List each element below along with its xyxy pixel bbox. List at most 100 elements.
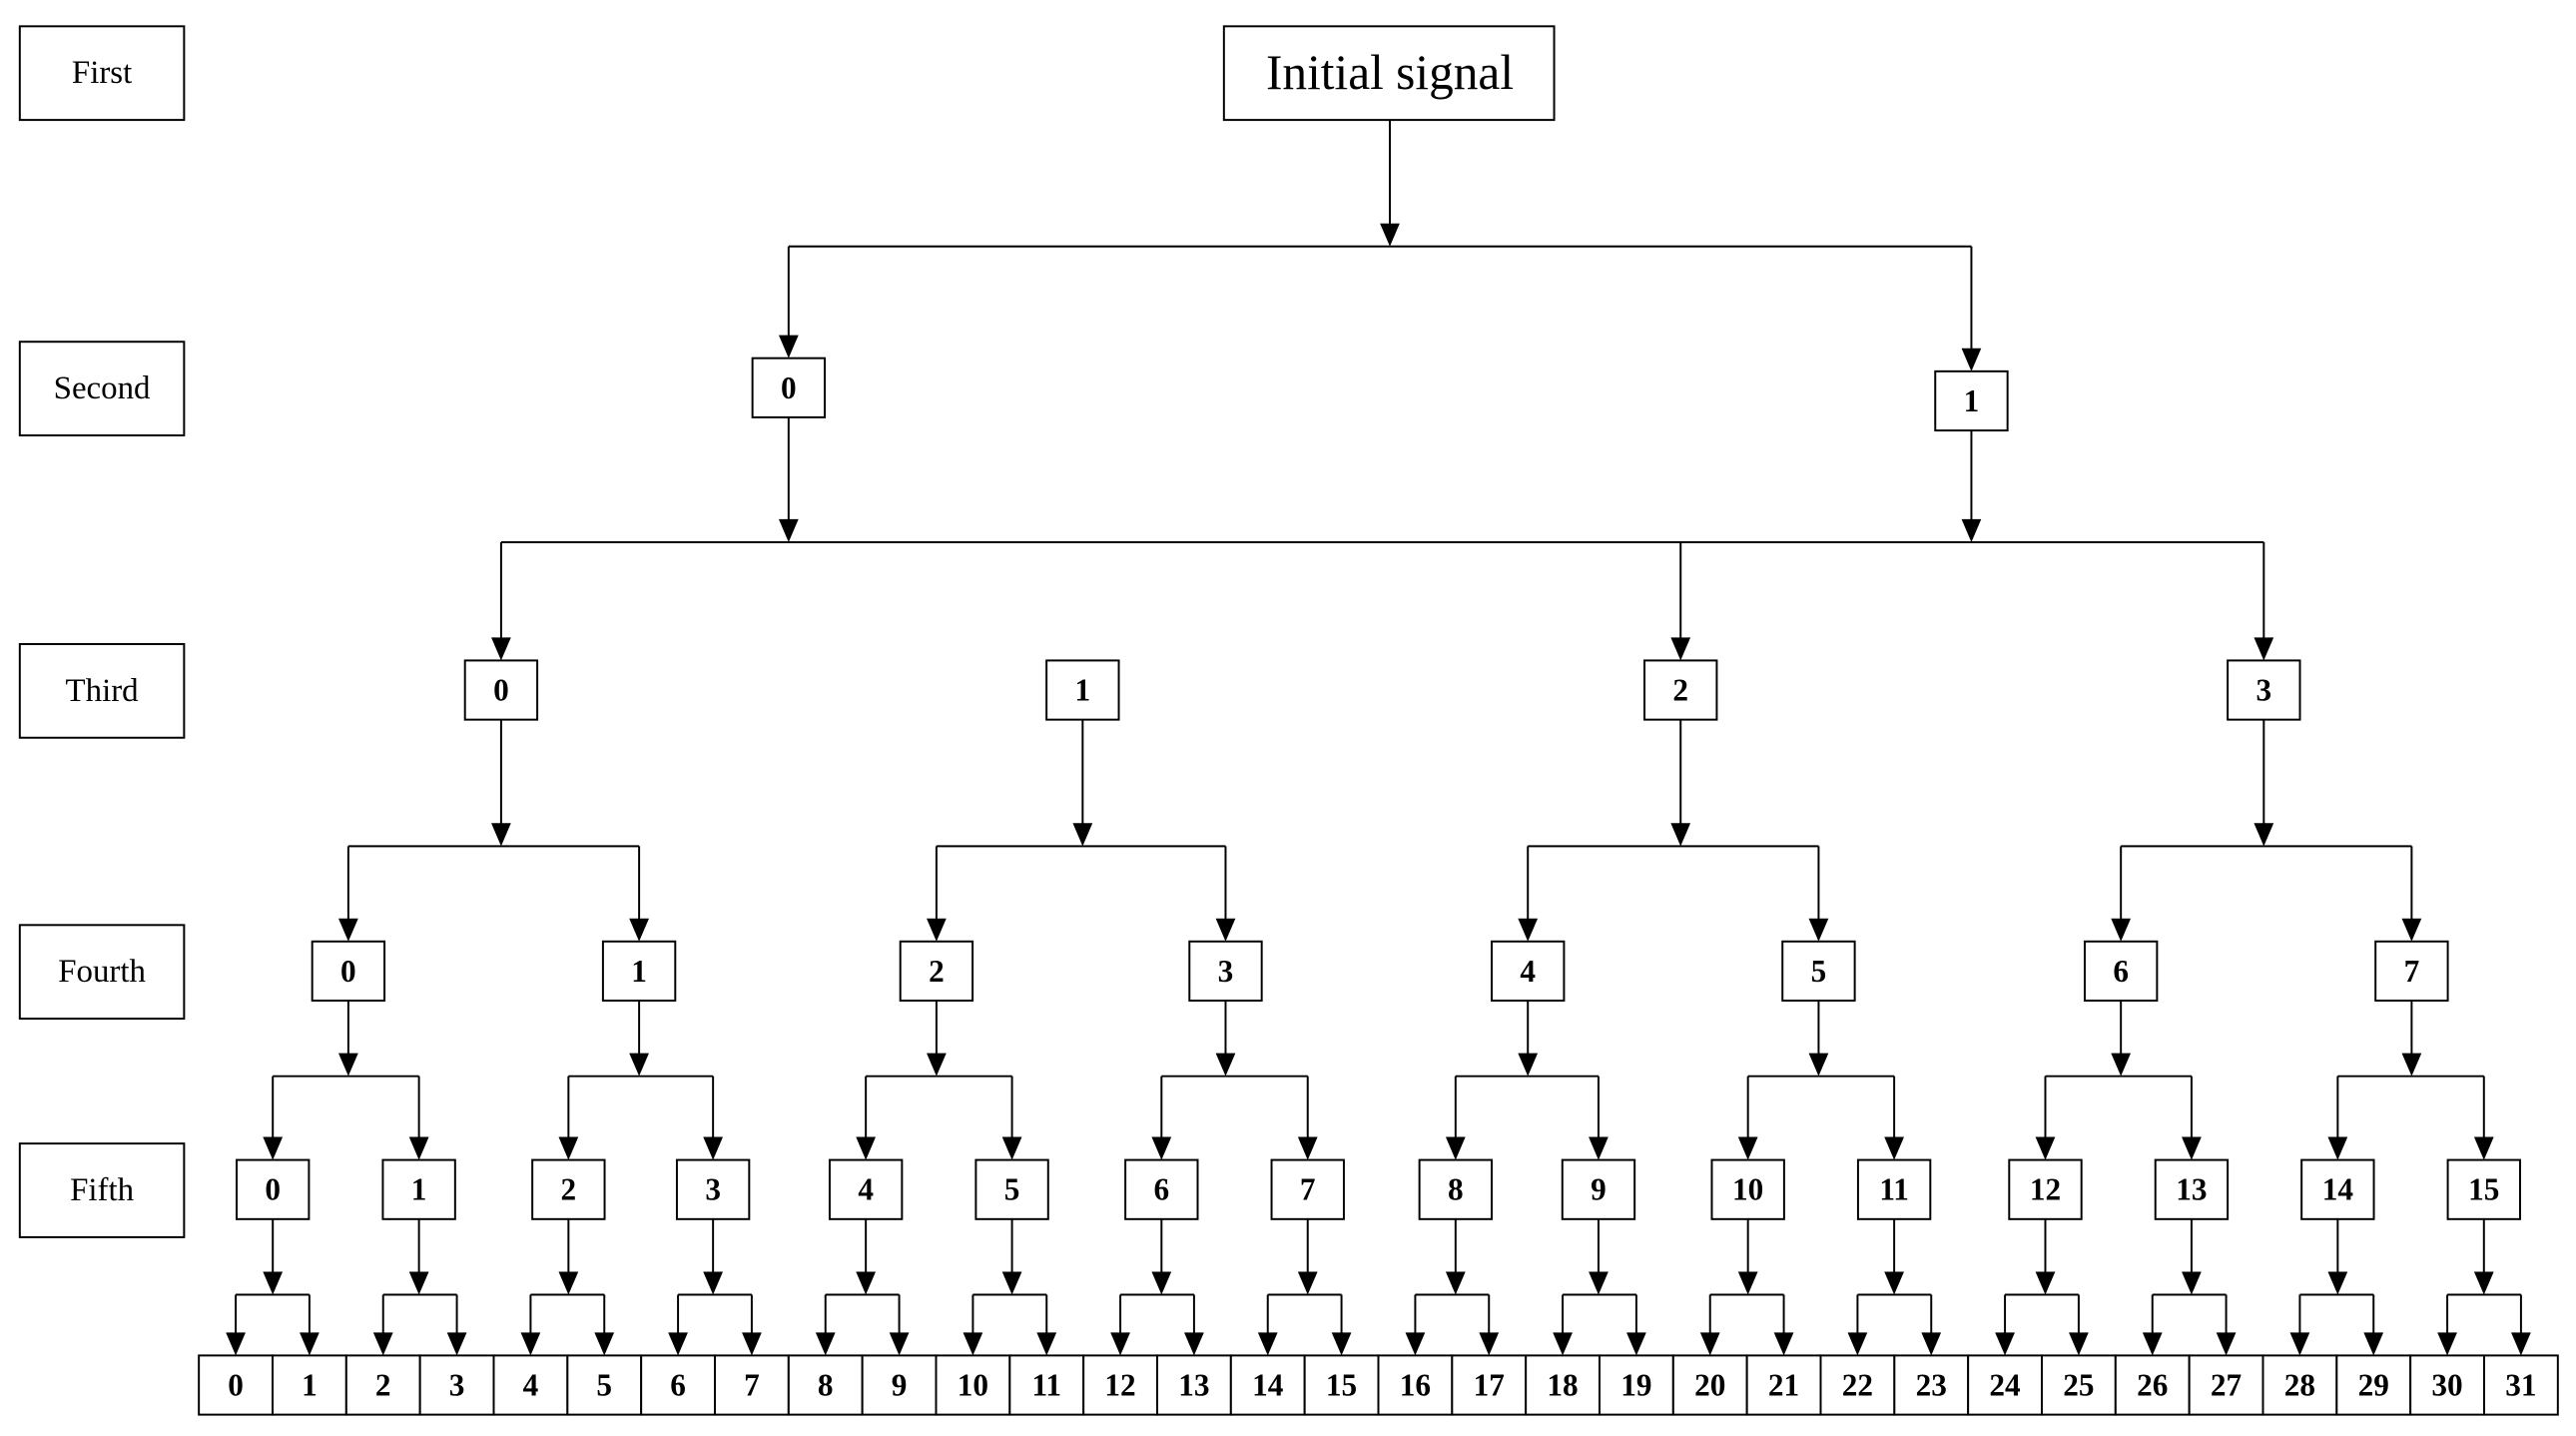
bottom-cell: 29 [2335,1354,2412,1416]
bottom-cell: 13 [1156,1354,1232,1416]
arrowhead-icon [778,518,799,542]
cell-label: 8 [818,1367,834,1402]
node-box [1856,1158,1932,1220]
bottom-cell: 7 [714,1354,790,1416]
cell-label: 22 [1842,1367,1873,1402]
node-box [1188,940,1263,1002]
arrowhead-icon [1036,1332,1057,1356]
node-label: 2 [561,1172,577,1207]
tree-node: 5 [1781,940,1856,1002]
cell-box [566,1354,643,1416]
level-label-text: Fifth [70,1172,135,1208]
cell-box [1082,1354,1158,1416]
bottom-cell: 5 [566,1354,643,1416]
node-label: 3 [2256,673,2272,708]
node-box [2083,940,2159,1002]
arrowhead-icon [1884,1136,1904,1160]
tree-node: 2 [1643,659,1718,721]
arrowhead-icon [1884,1271,1904,1295]
bottom-cell: 11 [1008,1354,1085,1416]
arrowhead-icon [1215,1053,1236,1077]
node-label: 0 [781,370,797,405]
arrowhead-icon [226,1332,246,1356]
cell-label: 10 [958,1367,988,1402]
arrowhead-icon [2437,1332,2457,1356]
arrowhead-icon [963,1332,983,1356]
arrowhead-icon [1257,1332,1278,1356]
arrowhead-icon [1001,1136,1022,1160]
arrowhead-icon [629,1053,649,1077]
cell-box [2483,1354,2559,1416]
cell-label: 13 [1178,1367,1209,1402]
node-label: 9 [1591,1172,1607,1207]
arrowhead-icon [2111,918,2132,942]
arrowhead-icon [263,1271,284,1295]
arrowhead-icon [2254,823,2274,847]
node-label: 2 [929,954,945,989]
cell-label: 17 [1474,1367,1505,1402]
arrowhead-icon [2511,1332,2531,1356]
cell-box [1377,1354,1454,1416]
level-label-box [18,341,186,436]
cell-box [1819,1354,1896,1416]
bottom-cell: 15 [1303,1354,1380,1416]
node-label: 15 [2468,1172,2499,1207]
bottom-cell: 17 [1451,1354,1528,1416]
bottom-cell: 18 [1525,1354,1601,1416]
level-label-box [18,1142,186,1238]
cell-box [1525,1354,1601,1416]
tree-node: 9 [1561,1158,1636,1220]
arrowhead-icon [1961,518,1982,542]
tree-node: 2 [531,1158,606,1220]
arrowhead-icon [1808,1053,1829,1077]
node-label: 7 [2404,954,2420,989]
node-box [899,940,974,1002]
level-label-second: Second [18,341,186,436]
level-label-text: Fourth [58,954,146,990]
level-label-fourth: Fourth [18,924,186,1021]
node-label: 7 [1300,1172,1316,1207]
arrowhead-icon [742,1332,762,1356]
node-box [463,659,539,721]
arrowhead-icon [2182,1136,2202,1160]
arrowhead-icon [594,1332,615,1356]
tree-node: 0 [463,659,539,721]
cell-label: 23 [1916,1367,1947,1402]
bottom-cell: 1 [272,1354,347,1416]
cell-label: 19 [1620,1367,1651,1402]
node-label: 0 [265,1172,281,1207]
arrowhead-icon [2289,1332,2310,1356]
node-label: 13 [2176,1172,2207,1207]
cell-box [1156,1354,1232,1416]
node-label: 4 [1520,954,1536,989]
bottom-cell: 25 [2041,1354,2117,1416]
level-label-text: First [72,55,132,91]
arrowhead-icon [2216,1332,2237,1356]
node-box [974,1158,1049,1220]
bottom-cell: 9 [861,1354,938,1416]
arrowhead-icon [1589,1136,1609,1160]
arrowhead-icon [2142,1332,2163,1356]
cell-label: 25 [2063,1367,2094,1402]
bottom-cell: 0 [198,1354,274,1416]
arrowhead-icon [491,823,511,847]
node-label: 12 [2030,1172,2061,1207]
arrowhead-icon [2035,1136,2056,1160]
node-box [2300,1158,2375,1220]
cell-label: 28 [2284,1367,2315,1402]
tree-node: 1 [1045,659,1120,721]
arrowhead-icon [558,1271,579,1295]
arrowhead-icon [1961,348,1982,371]
node-label: 6 [2113,954,2129,989]
node-box [1418,1158,1494,1220]
node-label: 3 [705,1172,721,1207]
bottom-cell: 10 [935,1354,1011,1416]
node-label: 10 [1732,1172,1763,1207]
cell-box [861,1354,938,1416]
tree-node: 0 [311,940,386,1002]
tree-node: 1 [601,940,677,1002]
cell-box [1893,1354,1970,1416]
arrowhead-icon [1151,1271,1172,1295]
node-label: 1 [631,954,647,989]
cell-box [2409,1354,2485,1416]
